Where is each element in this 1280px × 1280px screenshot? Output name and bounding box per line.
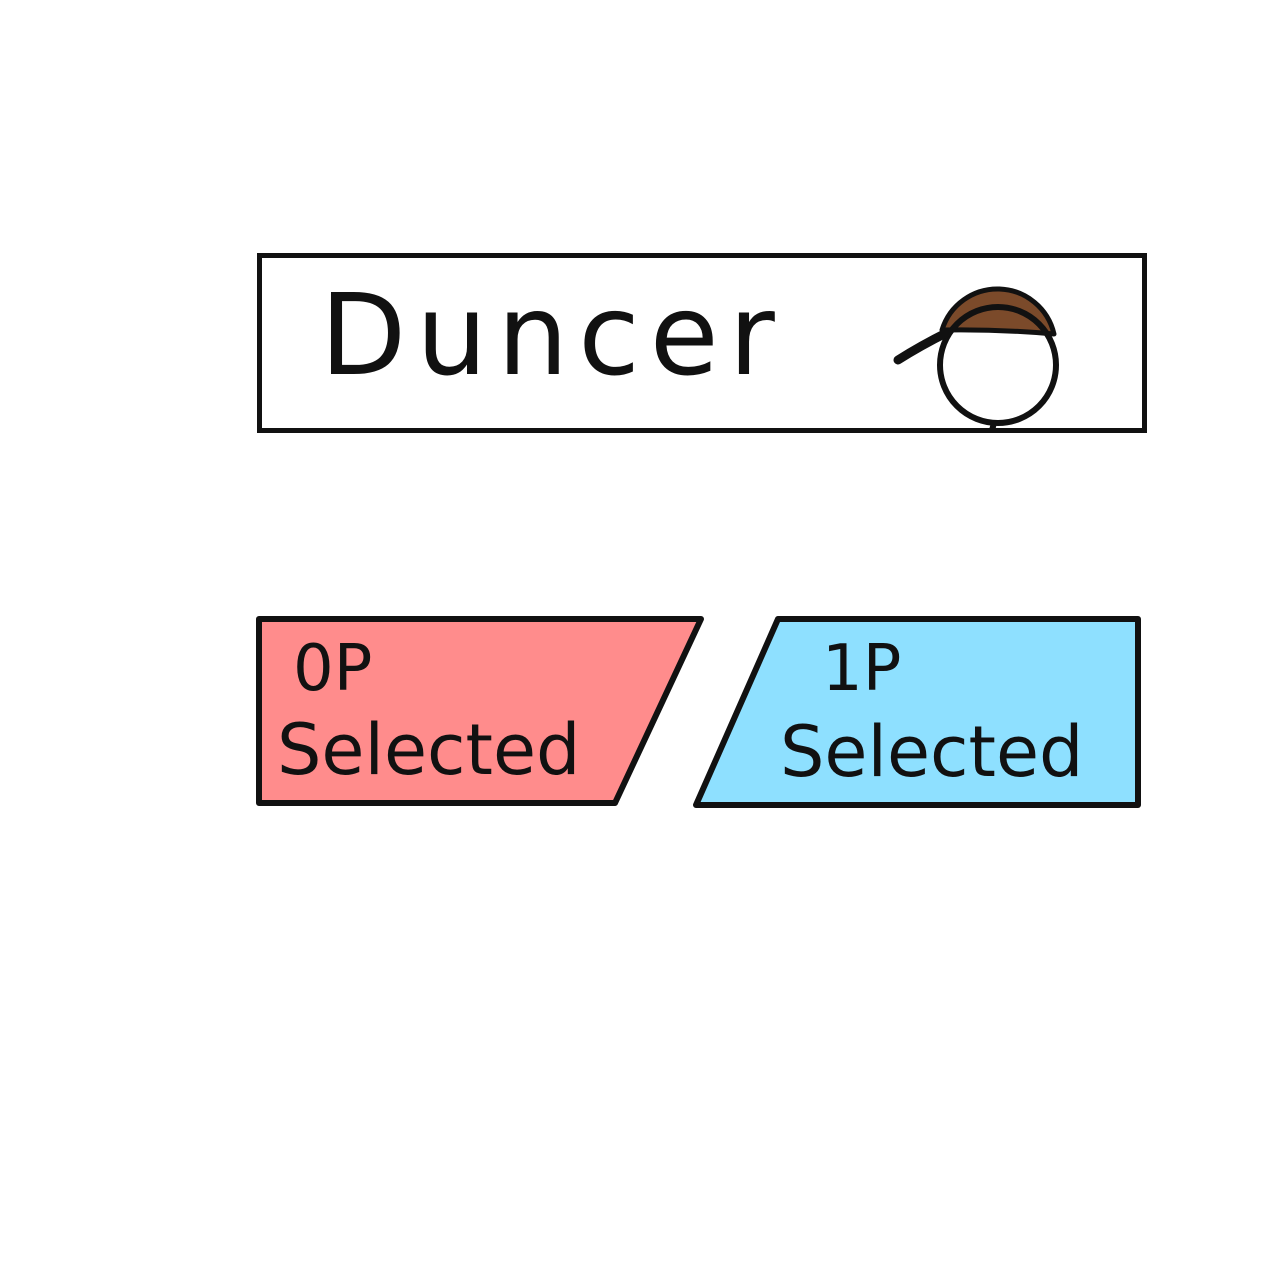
capped-stick-figure-icon	[893, 286, 1059, 428]
head	[937, 304, 1059, 426]
player-label: 0P	[293, 632, 373, 706]
neck	[989, 420, 997, 428]
status-label: Selected	[780, 711, 1084, 793]
character-name-banner[interactable]: Duncer	[257, 253, 1147, 433]
status-label: Selected	[277, 709, 581, 791]
cap	[939, 286, 1057, 337]
player-slot-0p[interactable]: 0P Selected	[255, 615, 705, 810]
player-slot-1p[interactable]: 1P Selected	[692, 615, 1142, 810]
slot-1p-frame	[693, 616, 1141, 808]
slot-0p-frame	[256, 616, 704, 806]
cap-brim	[893, 327, 953, 365]
player-label: 1P	[822, 632, 902, 706]
character-name: Duncer	[320, 271, 785, 401]
